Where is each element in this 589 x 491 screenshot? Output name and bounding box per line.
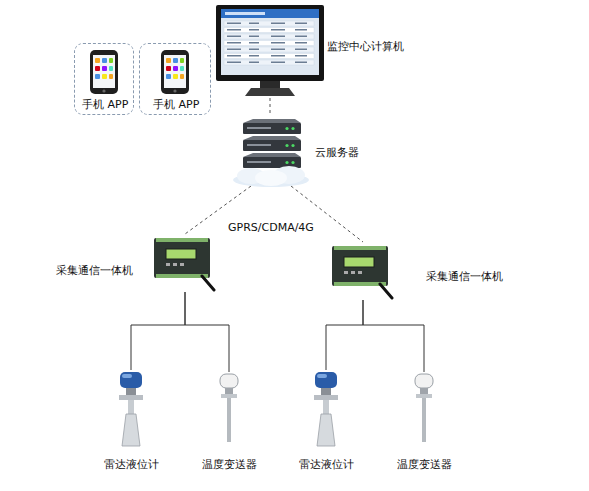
- signal-wire: [363, 300, 424, 372]
- node-label: 手机 APP: [153, 98, 199, 111]
- device-icon: [159, 49, 191, 95]
- device-node: 采集通信一体机: [330, 242, 520, 300]
- device-node: 采集通信一体机: [52, 234, 218, 292]
- device-icon: [306, 370, 346, 448]
- node-label: 采集通信一体机: [56, 264, 133, 277]
- node-label: 温度变送器: [202, 458, 257, 471]
- device-icon: [229, 116, 313, 190]
- node-label: 手机 APP: [82, 98, 128, 111]
- app-box: 手机 APP: [74, 43, 134, 115]
- network-link: [270, 98, 271, 116]
- node-label: 温度变送器: [397, 458, 452, 471]
- node-label: 采集通信一体机: [426, 270, 503, 283]
- device-node: 雷达液位计: [93, 370, 169, 474]
- network-label: GPRS/CDMA/4G: [226, 221, 316, 234]
- device-icon: [88, 49, 120, 95]
- device-icon: [152, 234, 218, 292]
- signal-wire: [131, 292, 185, 370]
- signal-wire: [185, 292, 229, 372]
- device-node: 温度变送器: [389, 372, 459, 474]
- device-node: 雷达液位计: [288, 370, 364, 474]
- device-icon: [409, 372, 439, 444]
- node-label: 雷达液位计: [299, 458, 354, 471]
- app-box: 手机 APP: [139, 43, 211, 115]
- device-icon: [214, 372, 244, 444]
- node-label: 监控中心计算机: [327, 40, 404, 53]
- node-label: 雷达液位计: [104, 458, 159, 471]
- device-node: 监控中心计算机: [215, 4, 425, 98]
- device-icon: [330, 242, 396, 300]
- device-icon: [111, 370, 151, 448]
- device-node: 云服务器: [229, 116, 369, 190]
- device-icon: [215, 4, 325, 98]
- device-node: 温度变送器: [194, 372, 264, 474]
- signal-wire: [326, 300, 363, 370]
- node-label: 云服务器: [315, 146, 359, 159]
